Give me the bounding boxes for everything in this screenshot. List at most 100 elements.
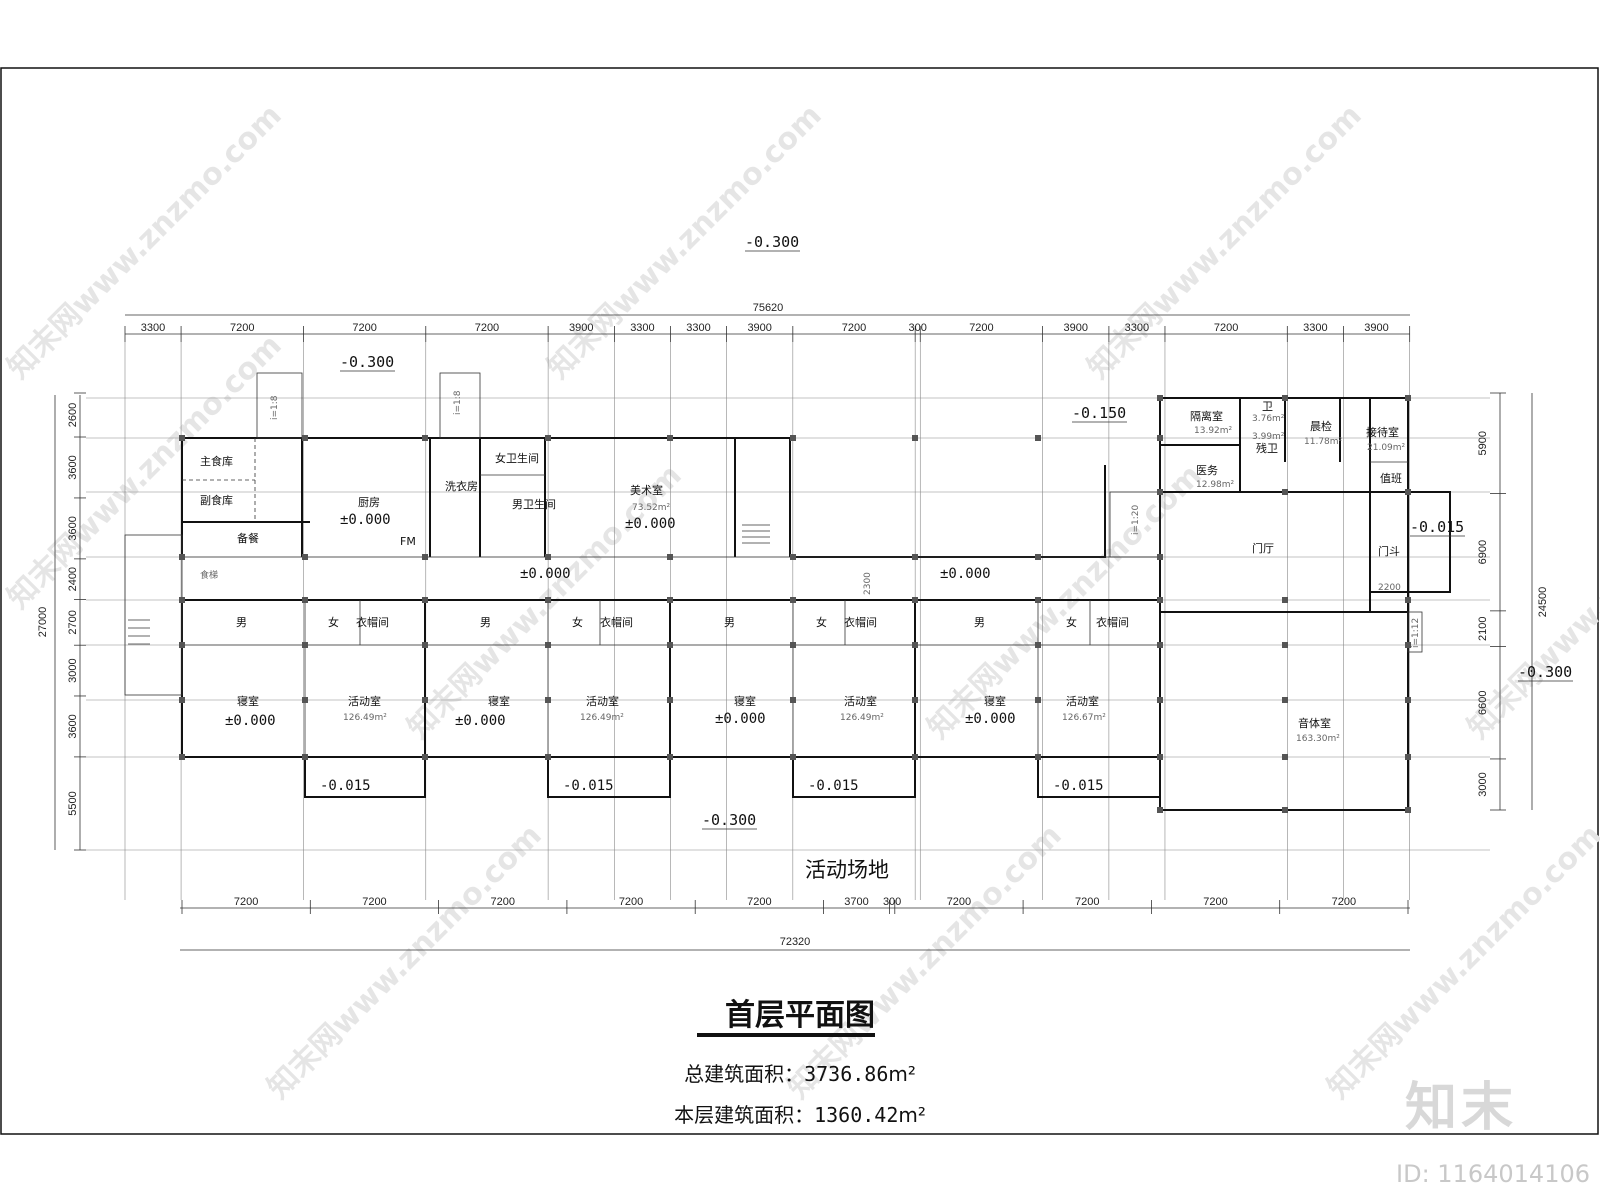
room-male-wc-4: 男 — [974, 616, 985, 629]
column — [179, 642, 185, 648]
elev-porch-1: -0.015 — [320, 778, 371, 794]
room-activity-3: 活动室 — [844, 694, 877, 708]
dimension-label: 7200 — [747, 896, 771, 908]
dimension-label: 7200 — [491, 896, 515, 908]
column — [912, 435, 918, 441]
room-wc: 卫 — [1262, 400, 1273, 413]
room-music-gym-area: 163.30m² — [1296, 734, 1340, 744]
watermark-text: 知末网www.znzmo.com — [1, 328, 289, 616]
column — [545, 697, 551, 703]
dimension-label: 3300 — [686, 322, 710, 334]
dimension-label: 3000 — [1477, 772, 1489, 796]
drawing-frame — [0, 67, 1599, 1135]
watermark-logo: 知末 — [1405, 1078, 1518, 1138]
column — [1282, 597, 1288, 603]
column — [422, 554, 428, 560]
column — [667, 597, 673, 603]
elev-kitchen: ±0.000 — [340, 512, 391, 528]
column — [302, 642, 308, 648]
column — [667, 754, 673, 760]
dimension-label: 7200 — [1203, 896, 1227, 908]
column — [1405, 597, 1411, 603]
dimension-label: 6600 — [1477, 691, 1489, 715]
dimension-label: 7200 — [1214, 322, 1238, 334]
room-reception: 接待室 — [1366, 425, 1399, 439]
elev-outside-left-top: -0.300 — [340, 353, 394, 371]
column — [912, 554, 918, 560]
room-dumbwaiter: 食梯 — [200, 569, 218, 581]
room-corridor-dim: 2300 — [863, 572, 873, 595]
dimension-label: 7200 — [352, 322, 376, 334]
room-bedroom-3: 寝室 — [734, 694, 756, 708]
column — [1282, 642, 1288, 648]
column — [1157, 395, 1163, 401]
title-underline — [697, 1033, 875, 1037]
dimension-label: 7200 — [842, 322, 866, 334]
dim-overall-right: 24500 — [1537, 587, 1549, 618]
elev-corridor-1: ±0.000 — [520, 566, 571, 582]
elev-outside-right: -0.300 — [1518, 663, 1572, 681]
dim-overall-bottom: 72320 — [780, 936, 811, 948]
room-kitchen: 厨房 — [358, 496, 380, 509]
room-cloak-4: 衣帽间 — [1096, 615, 1129, 629]
column — [1282, 489, 1288, 495]
floor-area-value: 1360.42 — [814, 1103, 899, 1127]
room-cloak-3: 衣帽间 — [844, 615, 877, 629]
room-activity-1: 活动室 — [348, 694, 381, 708]
total-area-label: 总建筑面积： — [684, 1062, 805, 1086]
site-label: 活动场地 — [805, 858, 889, 882]
elev-bedroom-4: ±0.000 — [965, 711, 1016, 727]
room-isolation-area: 13.92m² — [1194, 426, 1233, 436]
elev-corridor-2: ±0.000 — [940, 566, 991, 582]
column — [912, 754, 918, 760]
dimension-label: 2600 — [67, 403, 79, 427]
column — [1282, 807, 1288, 813]
column — [545, 554, 551, 560]
column — [302, 435, 308, 441]
column — [1282, 395, 1288, 401]
room-female-wc-1: 女 — [328, 615, 339, 629]
column — [179, 697, 185, 703]
column — [422, 642, 428, 648]
room-morning-check-area: 11.78m² — [1304, 437, 1343, 447]
watermark-layer: 知末网www.znzmo.com 知末网www.znzmo.com 知末网www… — [1, 98, 1600, 1106]
column — [179, 754, 185, 760]
column — [422, 754, 428, 760]
room-sub-storage: 副食库 — [200, 493, 233, 507]
room-fm: FM — [400, 535, 416, 548]
column — [667, 435, 673, 441]
room-lobby: 门厅 — [1252, 541, 1274, 555]
room-bedroom-1: 寝室 — [237, 694, 259, 708]
column — [912, 697, 918, 703]
column — [1035, 435, 1041, 441]
column — [667, 642, 673, 648]
dimension-label: 3300 — [1125, 322, 1149, 334]
watermark-text: 知末网www.znzmo.com — [1081, 98, 1369, 386]
column — [1157, 435, 1163, 441]
room-female-wc-4: 女 — [1066, 615, 1077, 629]
dim-overall-left: 27000 — [37, 607, 49, 638]
dimension-label: 2400 — [67, 567, 79, 591]
column — [545, 435, 551, 441]
dimension-label: 7200 — [1332, 896, 1356, 908]
dim-overall-top: 75620 — [753, 302, 784, 314]
room-vestibule: 门斗 — [1378, 544, 1400, 558]
dimension-label: 6900 — [1477, 540, 1489, 564]
column — [422, 597, 428, 603]
column — [179, 597, 185, 603]
room-vestibule-dim: 2200 — [1378, 583, 1401, 593]
column — [790, 597, 796, 603]
drawing-title: 首层平面图 — [725, 998, 875, 1033]
dimension-label: 3700 — [844, 896, 868, 908]
room-female-wc-2: 女 — [572, 615, 583, 629]
room-art-area: 73.52m² — [632, 503, 671, 513]
column — [179, 435, 185, 441]
room-activity-2: 活动室 — [586, 694, 619, 708]
elev-porch-2: -0.015 — [563, 778, 614, 794]
floor-area-unit: m² — [898, 1103, 926, 1127]
dimension-label: 5900 — [1477, 431, 1489, 455]
dimension-label: 7200 — [362, 896, 386, 908]
room-activity-4-area: 126.67m² — [1062, 713, 1106, 723]
